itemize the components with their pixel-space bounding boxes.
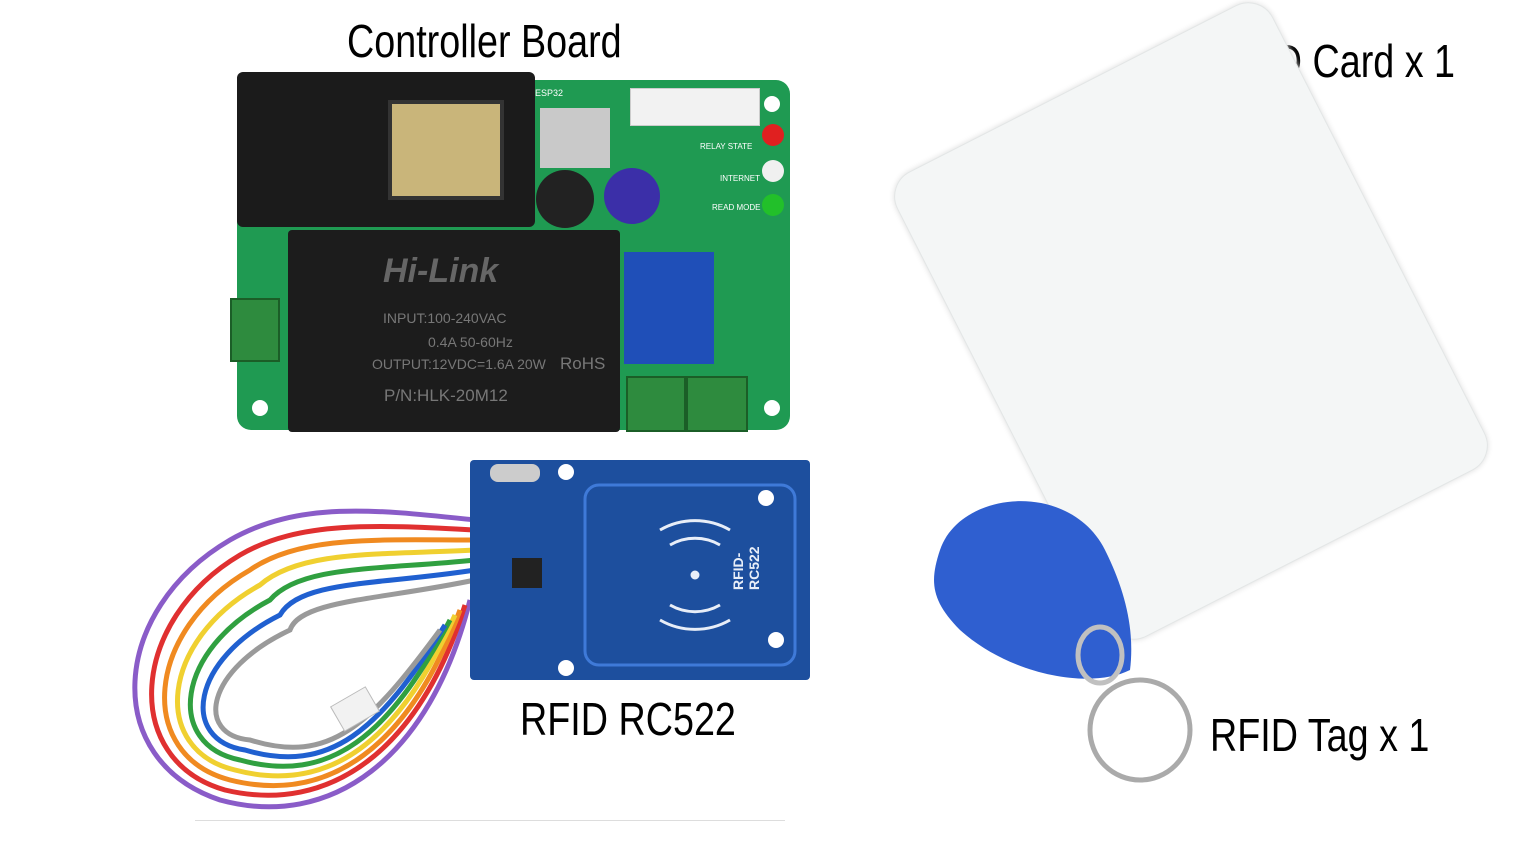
capacitor — [604, 168, 660, 224]
terminal-block — [230, 298, 280, 362]
heatsink — [540, 108, 610, 168]
led-green — [762, 194, 784, 216]
buzzer — [536, 170, 594, 228]
divider — [195, 820, 785, 821]
hilink-brand: Hi-Link — [383, 252, 499, 290]
rfid-tag-label: RFID Tag x 1 — [1210, 709, 1430, 761]
led-red — [762, 124, 784, 146]
mount-hole — [758, 490, 774, 506]
internet-print: INTERNET — [720, 174, 760, 183]
chip — [512, 558, 542, 588]
esp32-print: ESP32 — [535, 88, 564, 98]
mount-hole — [558, 660, 574, 676]
read-mode-print: READ MODE — [712, 203, 761, 212]
connector — [630, 88, 760, 126]
controller-board-label: Controller Board — [347, 15, 622, 67]
mount-hole — [764, 96, 780, 112]
rfid-rc522-board: RFID-RC522 — [470, 460, 810, 680]
terminal-block — [686, 376, 748, 432]
relay-state-print: RELAY STATE — [700, 142, 753, 151]
antenna-coil — [583, 483, 797, 667]
terminal-block — [626, 376, 686, 432]
current-print: 0.4A 50-60Hz — [428, 334, 513, 350]
hilink-power-module: Hi-Link INPUT:100-240VAC 0.4A 50-60Hz OU… — [288, 230, 620, 432]
input-print: INPUT:100-240VAC — [383, 310, 507, 326]
mount-hole — [558, 464, 574, 480]
reader-model-print: RFID-RC522 — [730, 546, 762, 590]
esp32-module — [388, 100, 504, 200]
relay — [624, 252, 714, 364]
mount-hole — [768, 632, 784, 648]
mount-hole — [252, 400, 268, 416]
led-white — [762, 160, 784, 182]
rfid-reader-label: RFID RC522 — [520, 693, 736, 745]
crystal — [490, 464, 540, 482]
rohs-print: RoHS — [560, 354, 606, 373]
rfid-tag-image — [934, 501, 1193, 783]
part-print: P/N:HLK-20M12 — [384, 386, 508, 405]
mount-hole — [764, 400, 780, 416]
output-print: OUTPUT:12VDC=1.6A 20W — [372, 356, 546, 372]
